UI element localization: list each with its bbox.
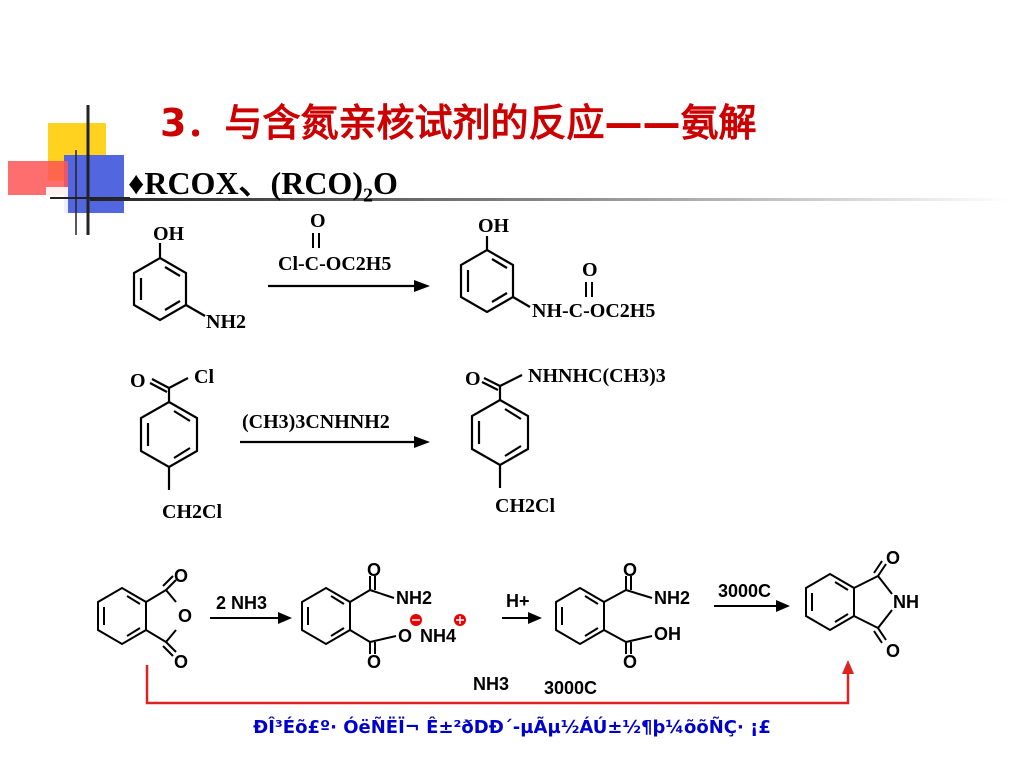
reaction1-product-double-bond xyxy=(585,282,593,297)
shortcut-conditions: 3000C xyxy=(544,678,597,698)
anhydride-o-bottom: O xyxy=(174,652,188,672)
reaction3-reagent3: 3000C xyxy=(718,581,771,601)
subtitle-main-text: RCOX、(RCO) xyxy=(144,165,363,201)
reaction2-product-ring xyxy=(470,374,530,488)
intermediate1-o-minus: O xyxy=(398,626,412,646)
reaction1-reactant-ring xyxy=(132,243,206,322)
phthalimide-o-bottom: O xyxy=(886,641,900,661)
reaction3-reagent2: H+ xyxy=(506,591,530,611)
intermediate1-structure xyxy=(301,576,397,654)
reaction2-product-chain: NHNHC(CH3)3 xyxy=(528,365,666,387)
intermediate2-o-bottom: O xyxy=(623,652,637,672)
reaction2-reactant-ring xyxy=(139,377,199,490)
intermediate1-o-top: O xyxy=(367,560,381,580)
reaction2-reactant-ch2cl: CH2Cl xyxy=(162,501,222,523)
intermediate1-nh2: NH2 xyxy=(396,588,432,608)
phthalimide-structure xyxy=(805,560,893,644)
phthalimide-nh: NH xyxy=(893,592,919,612)
reaction2-arrow xyxy=(240,436,430,448)
intermediate1-o-bottom: O xyxy=(367,652,381,672)
header-rule xyxy=(90,198,1010,201)
intermediate2-oh: OH xyxy=(654,624,681,644)
shortcut-arrow xyxy=(145,660,854,705)
anhydride-o-ring: O xyxy=(178,606,192,626)
anhydride-structure xyxy=(97,575,177,657)
reaction1-product-carbonyl-o: O xyxy=(582,259,598,281)
bullet-icon: ♦ xyxy=(128,165,145,201)
reaction1-reagent-double-bond xyxy=(312,233,320,248)
subtitle-tail-text: O xyxy=(372,165,398,201)
reaction1-reactant-nh2: NH2 xyxy=(206,311,246,333)
intermediate2-structure xyxy=(555,576,653,654)
anhydride-o-top: O xyxy=(174,566,188,586)
reaction1-product-chain: NH-C-OC2H5 xyxy=(532,300,655,322)
reaction1-reagent: Cl-C-OC2H5 xyxy=(278,253,391,275)
intermediate2-nh2: NH2 xyxy=(654,588,690,608)
reaction1-reactant-oh: OH xyxy=(153,223,185,245)
reaction1-product-ring xyxy=(459,236,531,314)
subtitle-subscript: 2 xyxy=(362,184,373,207)
footnote-text: ÐÎ³Éõ£º· ÓëÑËÏ¬ Ê±²ðDÐ´-µÃµ½ÁÚ±½¶þ¼õõÑÇ·… xyxy=(253,717,771,738)
reaction3-arrow2 xyxy=(502,612,542,624)
intermediate2-o-top: O xyxy=(623,560,637,580)
reaction1-arrow xyxy=(268,280,430,292)
reaction2-product-ch2cl: CH2Cl xyxy=(495,495,555,517)
minus-charge-icon xyxy=(410,614,422,626)
reaction2-reagent: (CH3)3CNHNH2 xyxy=(242,411,390,433)
section-subtitle: ♦RCOX、(RCO)2O xyxy=(128,158,398,207)
reaction3-arrow3 xyxy=(714,600,790,612)
reaction2-product-o: O xyxy=(465,368,481,390)
reaction3-reagent1: 2 NH3 xyxy=(216,593,267,613)
slide-title: 3．与含氮亲核试剂的反应——氨解 xyxy=(160,101,757,145)
intermediate1-nh4: NH4 xyxy=(420,626,456,646)
reaction3-arrow1 xyxy=(210,612,292,624)
reaction2-reactant-cl: Cl xyxy=(194,366,214,388)
plus-charge-icon xyxy=(454,614,466,626)
phthalimide-o-top: O xyxy=(886,548,900,568)
reaction1-product-oh: OH xyxy=(478,215,510,237)
reaction2-reactant-o: O xyxy=(130,370,146,392)
shortcut-reagent: NH3 xyxy=(473,674,509,694)
reaction1-reagent-carbonyl-o: O xyxy=(310,210,326,232)
